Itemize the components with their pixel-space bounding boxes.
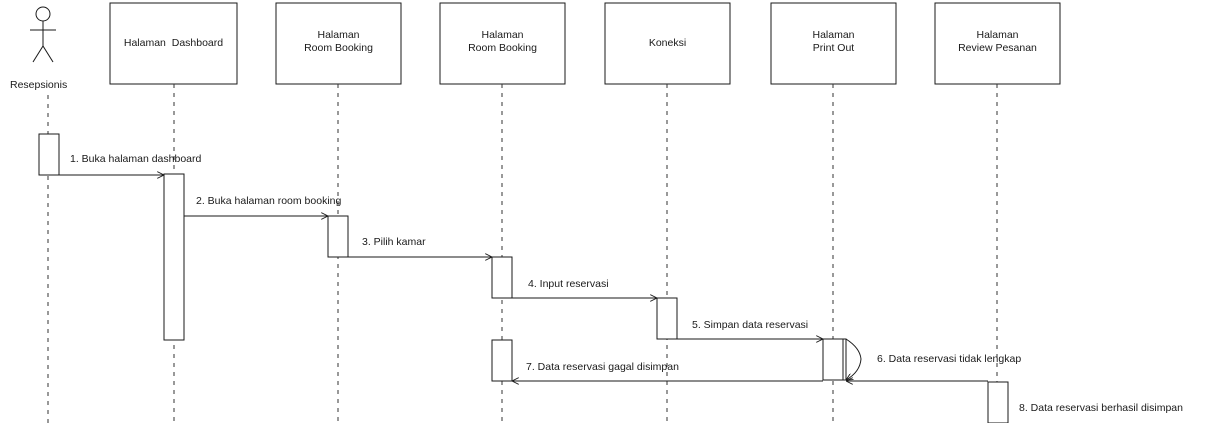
participant-koneksi: Koneksi xyxy=(604,2,731,85)
message-3: 3. Pilih kamar xyxy=(348,236,492,257)
actor-receptionist: Resepsionis xyxy=(10,6,67,91)
activation-dashboard xyxy=(163,173,185,341)
participant-label-line2: Room Booking xyxy=(468,42,537,54)
participant-label-line1: Halaman xyxy=(812,29,854,41)
actor-label: Resepsionis xyxy=(10,79,67,91)
participant-label-line1: Halaman xyxy=(976,29,1018,41)
message-label: 4. Input reservasi xyxy=(528,278,609,290)
participant-dashboard: Halaman Dashboard xyxy=(109,2,238,85)
message-label: 1. Buka halaman dashboard xyxy=(70,153,202,165)
participant-print-out: Halaman Print Out xyxy=(770,2,897,85)
self-message-arrow xyxy=(846,338,862,380)
message-5: 5. Simpan data reservasi xyxy=(677,319,823,339)
participant-label-line2: Print Out xyxy=(813,42,855,54)
participant-room-booking-2: Halaman Room Booking xyxy=(439,2,566,85)
activation-koneksi xyxy=(656,297,678,340)
participant-review-pesanan: Halaman Review Pesanan xyxy=(934,2,1061,85)
message-8: 8. Data reservasi berhasil disimpan xyxy=(846,381,1183,414)
message-2: 2. Buka halaman room booking xyxy=(184,195,341,216)
message-label: 8. Data reservasi berhasil disimpan xyxy=(1019,402,1183,414)
message-7: 7. Data reservasi gagal disimpan xyxy=(512,361,823,381)
message-label: 2. Buka halaman room booking xyxy=(196,195,341,207)
activation-receptionist xyxy=(38,133,60,176)
activation-print-out-b xyxy=(842,338,847,381)
activation-room-booking-2-b xyxy=(491,339,513,382)
activation-print-out-a xyxy=(822,338,844,381)
message-label: 7. Data reservasi gagal disimpan xyxy=(526,361,679,373)
message-label: 6. Data reservasi tidak lengkap xyxy=(877,353,1021,365)
activation-room-booking-1 xyxy=(327,215,349,258)
message-4: 4. Input reservasi xyxy=(512,278,657,298)
activation-room-booking-2-a xyxy=(491,256,513,299)
actor-stick-figure-icon xyxy=(30,6,56,63)
participant-label: Koneksi xyxy=(649,37,686,49)
participant-label-line1: Halaman xyxy=(481,29,523,41)
message-6: 6. Data reservasi tidak lengkap xyxy=(846,338,1021,380)
message-label: 3. Pilih kamar xyxy=(362,236,426,248)
participant-label: Halaman Dashboard xyxy=(124,37,223,49)
activation-review-pesanan xyxy=(987,381,1009,423)
participant-room-booking-1: Halaman Room Booking xyxy=(275,2,402,85)
participant-label-line1: Halaman xyxy=(317,29,359,41)
participant-label-line2: Room Booking xyxy=(304,42,373,54)
message-1: 1. Buka halaman dashboard xyxy=(59,153,202,175)
message-label: 5. Simpan data reservasi xyxy=(692,319,808,331)
participant-label-line2: Review Pesanan xyxy=(958,42,1037,54)
